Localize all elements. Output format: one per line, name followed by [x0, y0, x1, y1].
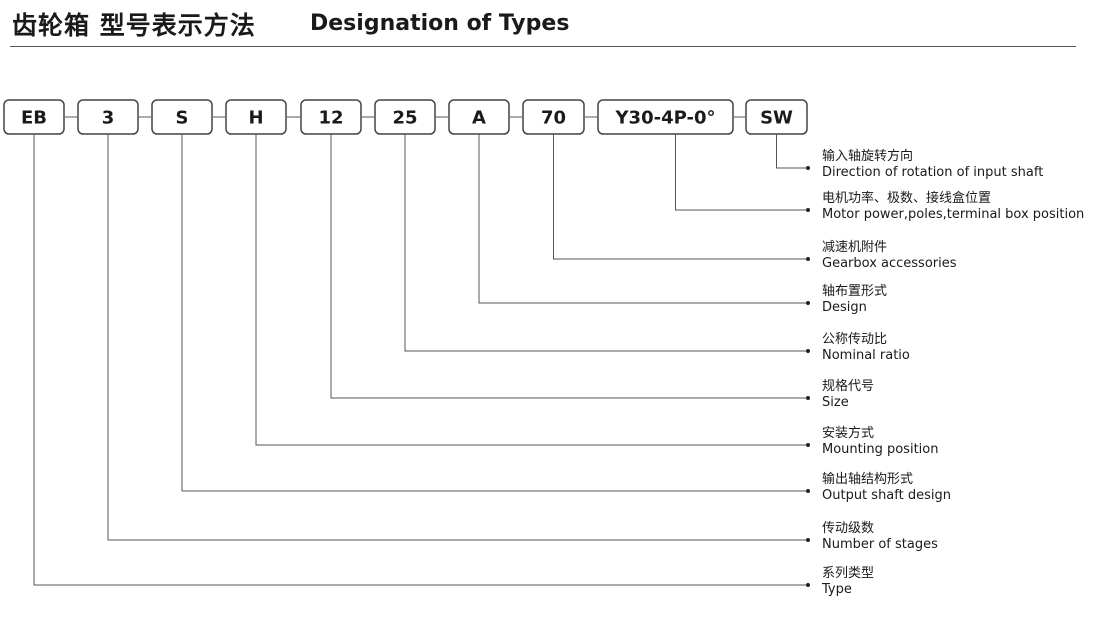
code-box-text: 12 — [318, 108, 343, 129]
leader-line-8 — [675, 134, 808, 211]
label-en-6: Design — [822, 300, 867, 315]
leader-dot — [806, 396, 810, 400]
leader-dot — [806, 538, 810, 542]
label-cn-2: 输出轴结构形式 — [822, 472, 914, 487]
leader-dot — [806, 301, 810, 305]
code-box-text: EB — [21, 108, 47, 129]
label-en-5: Nominal ratio — [822, 348, 910, 363]
code-box-6: A — [448, 99, 510, 135]
code-box-2: S — [151, 99, 213, 135]
leader-dot — [806, 349, 810, 353]
code-box-3: H — [225, 99, 287, 135]
leader-dot — [806, 583, 810, 587]
label-cn-8: 电机功率、极数、接线盒位置 — [822, 191, 992, 206]
label-en-0: Type — [822, 582, 852, 597]
code-box-text: 3 — [102, 108, 115, 129]
leader-line-1 — [107, 134, 808, 541]
code-box-text: A — [472, 108, 486, 129]
label-en-3: Mounting position — [822, 442, 939, 457]
leader-line-5 — [404, 134, 808, 352]
label-cn-9: 输入轴旋转方向 — [822, 149, 914, 164]
label-en-4: Size — [822, 395, 849, 410]
label-en-1: Number of stages — [822, 537, 938, 552]
leader-dot — [806, 208, 810, 212]
code-box-8: Y30-4P-0° — [597, 99, 734, 135]
label-en-2: Output shaft design — [822, 488, 951, 503]
label-cn-7: 减速机附件 — [822, 240, 888, 255]
label-en-8: Motor power,poles,terminal box position — [822, 207, 1085, 222]
leader-line-7 — [553, 134, 808, 260]
code-box-0: EB — [3, 99, 65, 135]
code-box-text: SW — [760, 108, 793, 129]
leader-dot — [806, 166, 810, 170]
code-box-text: S — [176, 108, 189, 129]
code-box-text: H — [248, 108, 263, 129]
leader-dot — [806, 257, 810, 261]
code-box-1: 3 — [77, 99, 139, 135]
code-box-text: 70 — [541, 108, 566, 129]
leader-dot — [806, 489, 810, 493]
label-cn-4: 规格代号 — [822, 379, 875, 394]
label-en-7: Gearbox accessories — [822, 256, 957, 271]
label-cn-5: 公称传动比 — [822, 332, 888, 347]
code-box-text: Y30-4P-0° — [615, 108, 716, 129]
page-title-en: Designation of Types — [310, 11, 570, 36]
leader-line-4 — [330, 134, 808, 399]
code-box-7: 70 — [522, 99, 585, 135]
label-cn-6: 轴布置形式 — [822, 284, 888, 299]
leader-line-0 — [33, 134, 808, 586]
leader-line-2 — [181, 134, 808, 492]
leader-line-9 — [776, 134, 808, 169]
leader-dot — [806, 443, 810, 447]
code-box-9: SW — [745, 99, 808, 135]
title-divider — [10, 46, 1076, 47]
label-cn-3: 安装方式 — [822, 426, 875, 441]
code-box-5: 25 — [374, 99, 436, 135]
label-cn-0: 系列类型 — [822, 566, 875, 581]
code-box-text: 25 — [392, 108, 417, 129]
label-cn-1: 传动级数 — [822, 521, 875, 536]
leader-line-6 — [478, 134, 808, 304]
label-en-9: Direction of rotation of input shaft — [822, 165, 1044, 180]
code-box-frame — [597, 99, 734, 135]
code-box-4: 12 — [300, 99, 362, 135]
leader-line-3 — [255, 134, 808, 446]
page-title-cn: 齿轮箱 型号表示方法 — [12, 11, 256, 40]
